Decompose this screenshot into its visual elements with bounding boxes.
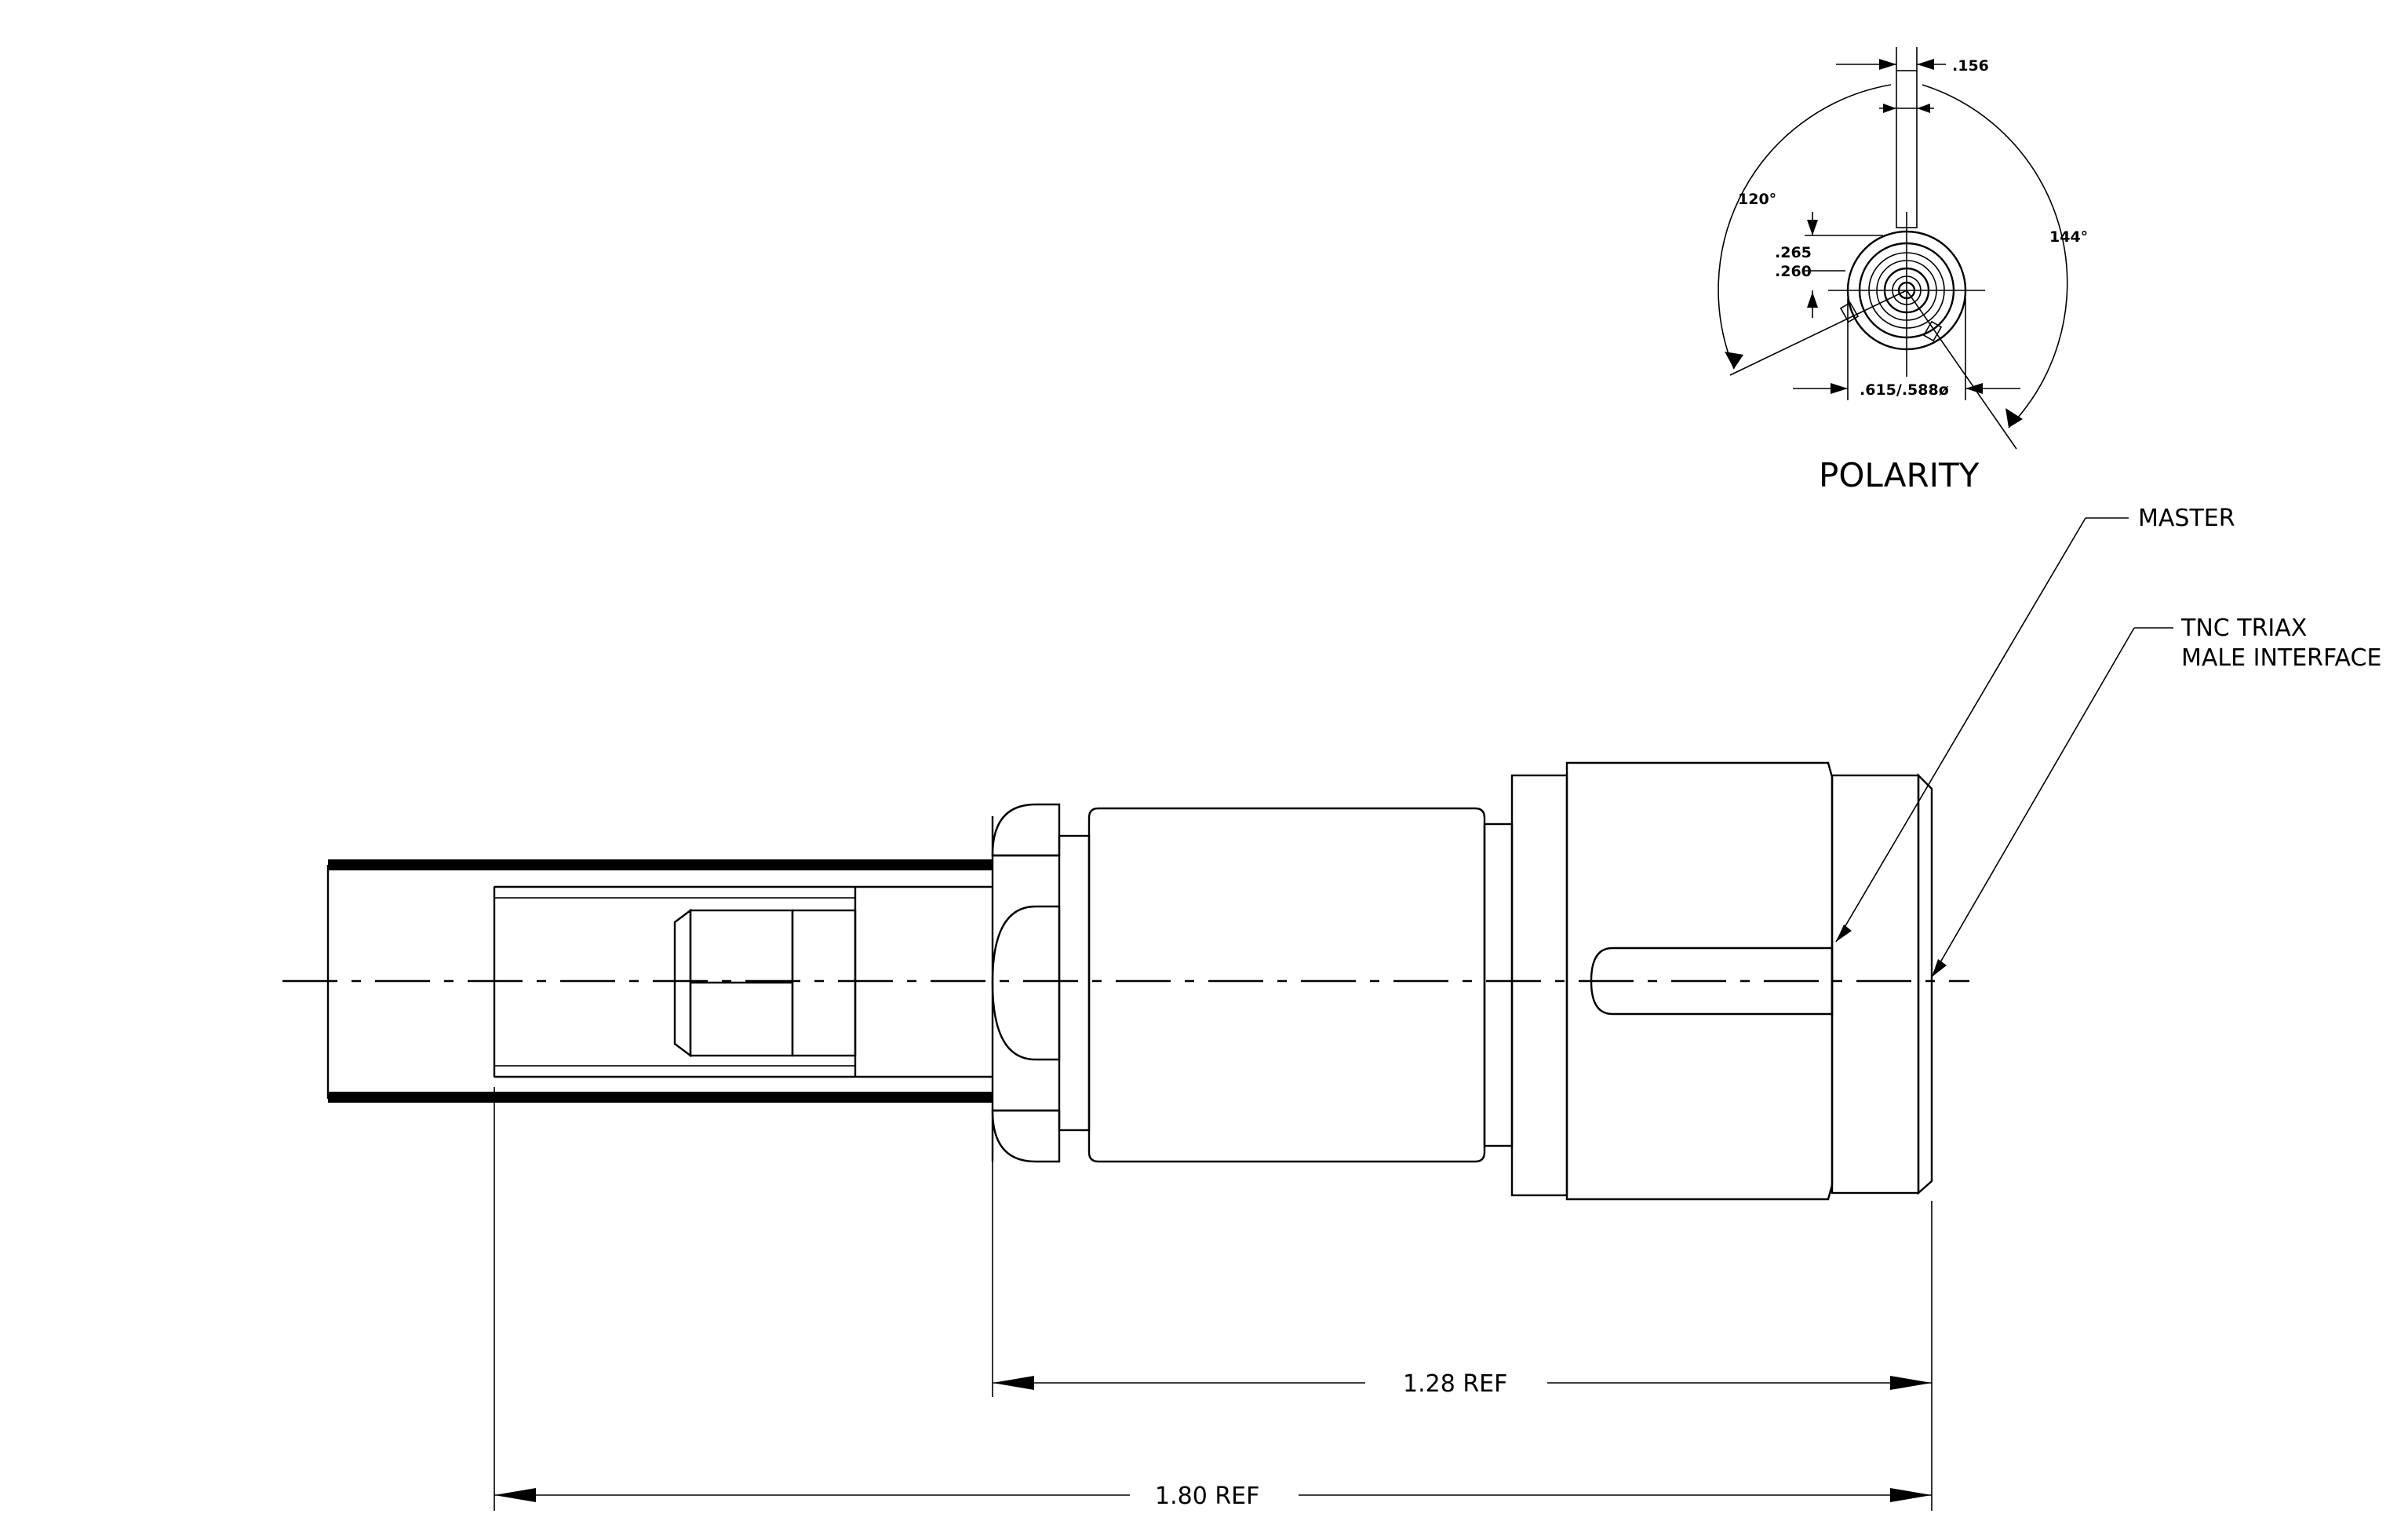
interface-label-line2: MALE INTERFACE	[2181, 644, 2381, 672]
bottom-dimensions: 1.28 REF 1.80 REF	[494, 1087, 1933, 1511]
interface-label-line1: TNC TRIAX	[2180, 615, 2307, 642]
master-label: MASTER	[2138, 505, 2235, 532]
callouts: MASTER TNC TRIAX MALE INTERFACE	[1835, 505, 2381, 978]
hex-nut	[991, 803, 1091, 1163]
polarity-title: POLARITY	[1819, 456, 1980, 494]
cable-section	[326, 859, 993, 1103]
pin-upper-label: .265	[1775, 244, 1812, 261]
angle-right-label: 144°	[2049, 228, 2088, 246]
dim-short-label: 1.28 REF	[1403, 1370, 1507, 1398]
dim-long-label: 1.80 REF	[1155, 1483, 1259, 1510]
outer-dia-label: .615/.588ø	[1860, 381, 1949, 399]
connector-body	[1087, 774, 1568, 1197]
master-key-slot	[1590, 947, 1834, 1016]
coupling-nut	[1565, 761, 1933, 1201]
polarity-view: .156 120° 144° .265 .260 .615/.588ø POLA…	[1718, 47, 2088, 494]
slot-width-label: .156	[1952, 57, 1989, 75]
pin-lower-label: .260	[1775, 263, 1812, 280]
angle-left-label: 120°	[1738, 191, 1776, 208]
